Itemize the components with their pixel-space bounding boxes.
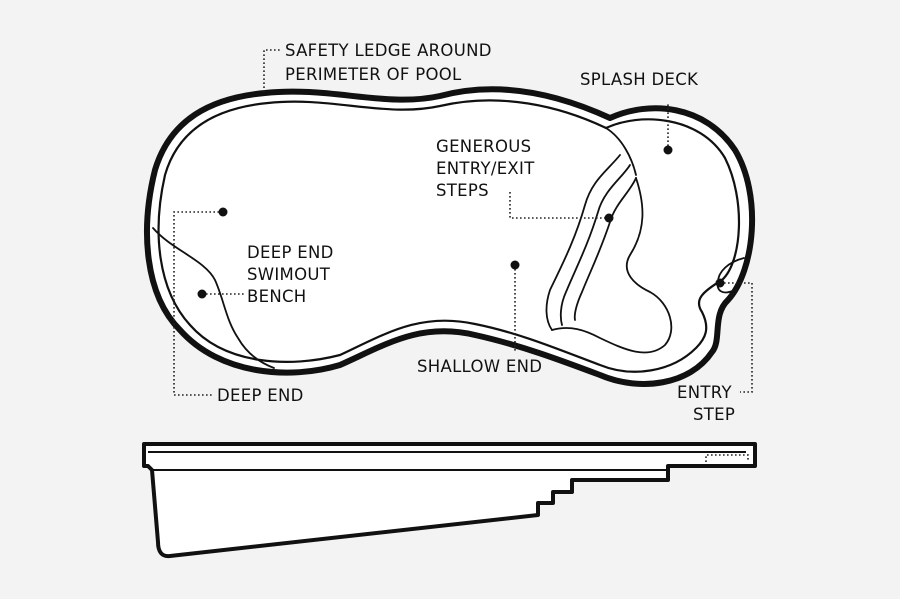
labels: SAFETY LEDGE AROUND PERIMETER OF POOL SP… xyxy=(217,41,735,424)
label-steps-2: ENTRY/EXIT xyxy=(436,159,535,178)
label-splash-deck: SPLASH DECK xyxy=(580,70,699,89)
dot-swimout-bench xyxy=(197,289,207,299)
profile-outline xyxy=(142,442,757,559)
dot-entry-step xyxy=(715,278,725,288)
leader-deep-end xyxy=(173,211,223,396)
dot-shallow-end xyxy=(510,260,520,270)
steps-outer-band xyxy=(545,154,621,331)
steps-inner-band xyxy=(573,177,637,321)
label-bench-3: BENCH xyxy=(247,287,307,306)
swimout-bench-outline xyxy=(152,227,275,369)
label-entry-step-2: STEP xyxy=(693,405,735,424)
dot-deep-end xyxy=(218,207,228,217)
label-shallow-end: SHALLOW END xyxy=(417,357,542,376)
pool-outline xyxy=(144,86,756,387)
label-bench-1: DEEP END xyxy=(247,243,334,262)
dot-splash-deck xyxy=(663,145,673,155)
leader-steps xyxy=(509,192,608,219)
label-steps-3: STEPS xyxy=(436,181,489,200)
pool-top-view xyxy=(144,86,756,387)
steps-middle-band xyxy=(559,164,631,326)
label-bench-2: SWIMOUT xyxy=(247,265,331,284)
pool-side-profile xyxy=(142,442,757,559)
marker-dots xyxy=(197,145,725,299)
leader-safety-ledge xyxy=(263,49,280,92)
label-steps-1: GENEROUS xyxy=(436,137,531,156)
label-deep-end: DEEP END xyxy=(217,386,304,405)
leader-lines xyxy=(173,49,753,396)
label-safety-ledge-2: PERIMETER OF POOL xyxy=(285,65,462,84)
label-entry-step-1: ENTRY xyxy=(677,383,732,402)
label-safety-ledge-1: SAFETY LEDGE AROUND xyxy=(285,41,492,60)
dot-steps xyxy=(604,213,614,223)
safety-ledge-line xyxy=(157,99,740,373)
splash-deck-boundary xyxy=(605,127,637,176)
profile-entry-step-detail xyxy=(705,454,749,462)
steps-landing xyxy=(551,177,673,354)
leader-entry-step xyxy=(720,282,753,393)
